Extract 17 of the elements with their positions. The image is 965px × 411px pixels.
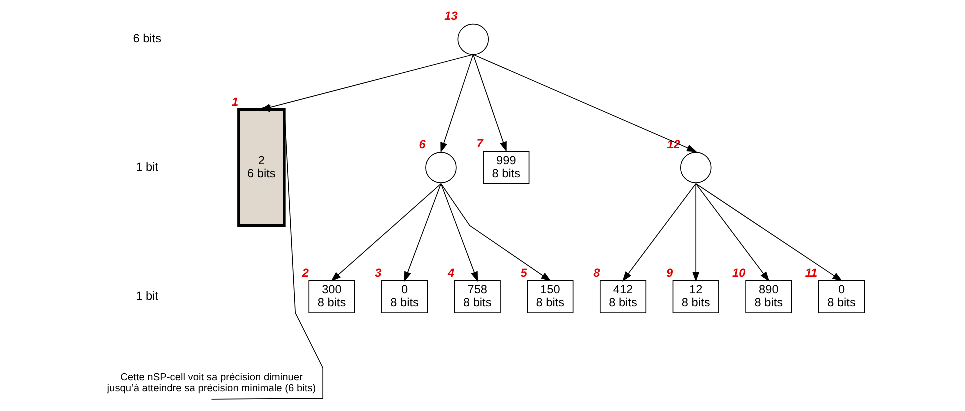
node-label: 3 — [375, 266, 382, 280]
node-label: 8 — [594, 266, 600, 280]
node-label: 5 — [520, 266, 528, 280]
node-label: 6 — [419, 138, 426, 152]
node-label: 4 — [448, 266, 455, 280]
node-label: 13 — [444, 9, 458, 24]
node-label: 2 — [302, 266, 309, 280]
node-label: 11 — [805, 266, 818, 280]
node-text: Cette nSP-cell voit sa précision diminuer jusqu’à atteindre sa précision minimale (6 bits) — [107, 372, 316, 394]
node-label: 12 — [667, 138, 680, 152]
node-label: 9 — [666, 266, 674, 280]
label: 1 bit — [136, 289, 159, 304]
node-label: 1 — [232, 94, 239, 109]
label: 6 bits — [133, 32, 162, 46]
node-label: 7 — [476, 136, 484, 151]
node-label: 10 — [732, 266, 746, 280]
label: 1 bit — [136, 160, 159, 174]
